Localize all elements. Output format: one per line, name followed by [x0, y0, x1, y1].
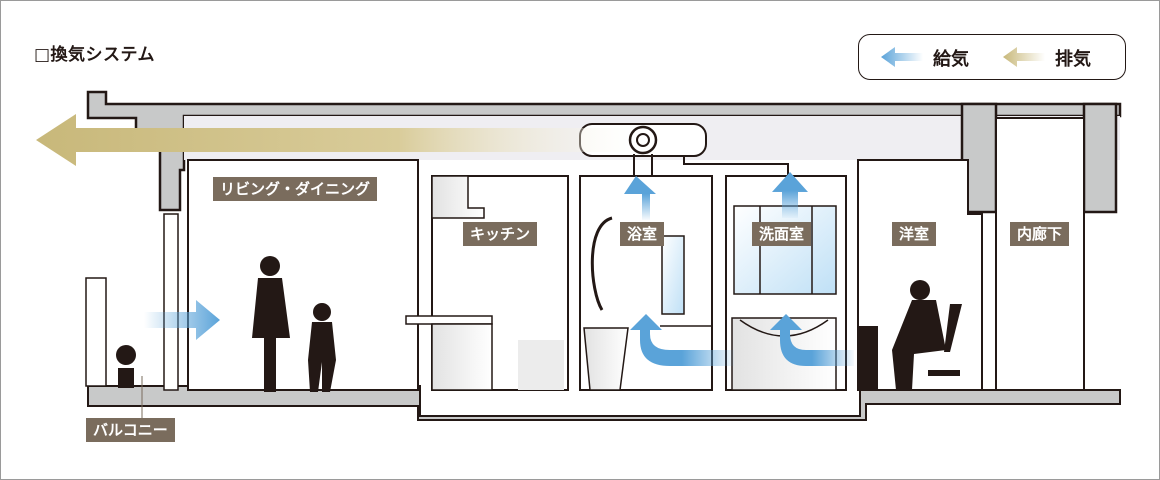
diagram-title: □換気システム: [34, 45, 156, 65]
legend-supply-label: 給気: [933, 49, 969, 70]
room-label-hallway: 内廊下: [1010, 222, 1070, 246]
room-label-western: 洋室: [892, 222, 937, 246]
column: [1082, 102, 1118, 214]
legend-exhaust-label: 排気: [1055, 49, 1091, 70]
child-silhouette-icon: [308, 303, 336, 392]
room-label-bath: 浴室: [620, 222, 665, 246]
legend: 給気 排気: [858, 34, 1126, 80]
room-label-kitchen: キッチン: [463, 222, 538, 246]
adult-silhouette-icon: [252, 256, 290, 392]
legend-supply-arrow-icon: [881, 47, 1045, 67]
seated-person-icon: [858, 280, 962, 390]
supply-arrow-washroom-up: [772, 172, 808, 218]
room-hallway: [995, 117, 1085, 391]
supply-arrow-bath-turn: [630, 314, 734, 366]
supply-arrow-balcony: [144, 300, 220, 340]
exhaust-arrow: [36, 114, 640, 166]
supply-arrow-washroom-turn: [770, 314, 854, 366]
plant-icon: [116, 345, 136, 388]
room-label-living: リビング・ダイニング: [213, 177, 378, 201]
balcony-railing: [85, 277, 107, 387]
supply-arrow-bath-up: [624, 176, 656, 220]
room-label-balcony: バルコニー: [86, 418, 175, 442]
room-label-washroom: 洗面室: [752, 222, 812, 246]
floor-slab: [87, 385, 1121, 421]
